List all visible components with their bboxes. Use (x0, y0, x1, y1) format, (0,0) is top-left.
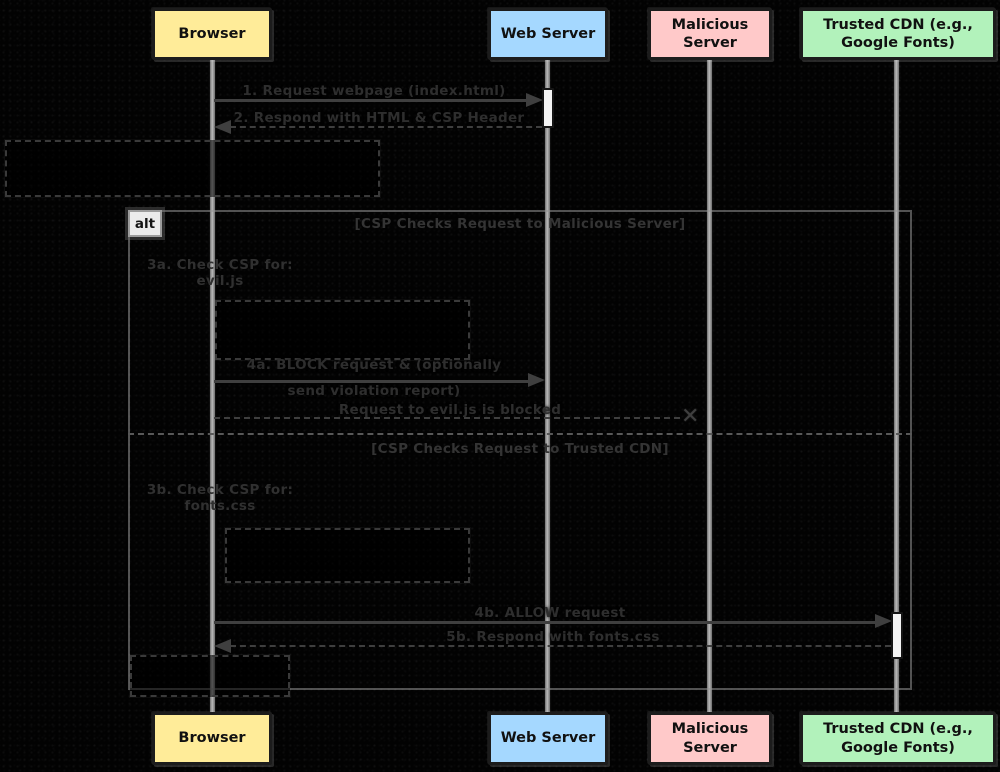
arrowhead-right-icon (526, 93, 543, 107)
lifeline-browser (210, 60, 215, 712)
lifeline-trusted-cdn (894, 60, 899, 712)
message-block-line (214, 380, 528, 383)
message-respond-csp-line (230, 126, 542, 128)
blocked-x-icon: ✕ (681, 404, 700, 429)
actor-label: Trusted CDN (e.g., Google Fonts) (823, 721, 973, 756)
lifeline-web-server (545, 60, 550, 712)
message-block-label-line1: 4a. BLOCK request & (optionally (246, 357, 502, 373)
message-blocked-label: Request to evil.js is blocked (338, 402, 562, 418)
arrowhead-right-icon (528, 373, 545, 387)
arrowhead-left-icon (214, 120, 231, 134)
actor-browser-bottom: Browser (152, 712, 272, 765)
arrowhead-right-icon (875, 614, 892, 628)
actor-label: Malicious Server (671, 16, 749, 51)
actor-trusted-cdn-top: Trusted CDN (e.g., Google Fonts) (800, 8, 996, 60)
check-csp-evil: 3a. Check CSP for: evil.js (140, 257, 300, 289)
actor-label: Web Server (500, 25, 596, 42)
message-request-webpage-label: 1. Request webpage (index.html) (242, 83, 506, 99)
actor-trusted-cdn-bottom: Trusted CDN (e.g., Google Fonts) (800, 712, 996, 765)
message-allow-label: 4b. ALLOW request (474, 605, 626, 621)
actor-malicious-server-top: Malicious Server (648, 8, 772, 60)
alt-condition-malicious: [CSP Checks Request to Malicious Server] (354, 216, 686, 232)
alt-fragment (128, 210, 912, 690)
message-request-webpage-line (214, 99, 528, 102)
message-respond-fonts-line (230, 645, 891, 647)
note-block-evaluation (215, 300, 470, 360)
arrowhead-left-icon (214, 639, 231, 653)
alt-fragment-label: alt (128, 210, 162, 237)
lifeline-malicious-server (707, 60, 712, 712)
actor-web-server-top: Web Server (488, 8, 608, 60)
actor-browser-top: Browser (152, 8, 272, 60)
message-blocked-line (214, 417, 680, 419)
actor-label: Web Server (500, 730, 596, 747)
activation-trusted-cdn (891, 612, 903, 659)
note-allow-evaluation (225, 528, 470, 583)
check-csp-fonts: 3b. Check CSP for: fonts.css (140, 482, 300, 514)
message-respond-csp-label: 2. Respond with HTML & CSP Header (233, 110, 525, 126)
actor-label: Trusted CDN (e.g., Google Fonts) (823, 16, 973, 51)
check-csp-evil-line2: evil.js (196, 273, 244, 289)
message-allow-line (214, 621, 876, 624)
actor-label: Browser (178, 25, 246, 42)
alt-condition-trusted: [CSP Checks Request to Trusted CDN] (371, 441, 669, 457)
message-respond-fonts-label: 5b. Respond with fonts.css (446, 629, 660, 645)
check-csp-evil-line1: 3a. Check CSP for: (147, 257, 293, 273)
check-csp-fonts-line2: fonts.css (184, 498, 256, 514)
alt-divider (128, 433, 912, 435)
check-csp-fonts-line1: 3b. Check CSP for: (146, 482, 294, 498)
note-parse-html (5, 140, 380, 197)
actor-web-server-bottom: Web Server (488, 712, 608, 765)
actor-label: Browser (178, 730, 246, 747)
note-result (130, 655, 290, 697)
activation-web-server (542, 88, 554, 128)
message-block-label-line2: send violation report) (287, 383, 461, 399)
actor-label: Malicious Server (671, 721, 749, 756)
actor-malicious-server-bottom: Malicious Server (648, 712, 772, 765)
